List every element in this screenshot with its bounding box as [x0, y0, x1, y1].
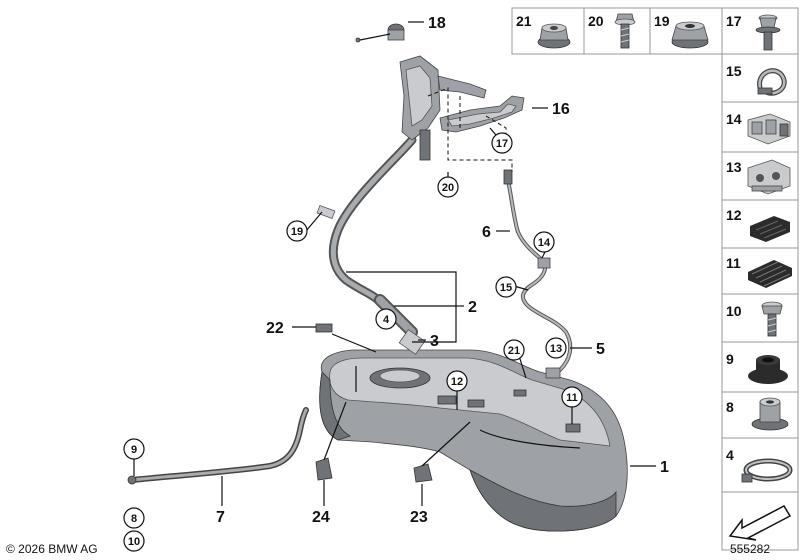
pad-24-illustration [315, 457, 333, 481]
callout-7: 7 [216, 509, 225, 526]
part-number-19: 19 [654, 13, 670, 29]
callout-2: 2 [468, 299, 477, 316]
part-cell-4[interactable]: 4 [726, 447, 793, 483]
rubber-pad-icon [750, 216, 790, 242]
dashed-connectors [427, 87, 513, 172]
nav-arrow-cell[interactable] [728, 505, 792, 541]
filler-pipe-illustration [316, 135, 426, 355]
part-number-4: 4 [726, 447, 734, 463]
part-cell-21[interactable]: 21 [516, 13, 571, 49]
circled-8: 8 [131, 513, 137, 525]
pad-22-illustration [315, 323, 333, 333]
part-number-21: 21 [516, 13, 532, 29]
circled-19: 19 [291, 226, 303, 238]
collar-bolt-icon [755, 14, 781, 51]
callout-18: 18 [428, 15, 446, 32]
part-number-10: 10 [726, 303, 742, 319]
double-clip-icon [747, 113, 791, 145]
pad-23-illustration [413, 463, 433, 483]
part-cell-17[interactable]: 17 [726, 13, 781, 51]
part-cell-11[interactable]: 11 [726, 255, 792, 288]
callout-6: 6 [482, 224, 491, 241]
callout-23: 23 [410, 509, 428, 526]
part-number-8: 8 [726, 399, 734, 415]
part-cell-19[interactable]: 19 [654, 13, 709, 49]
part-cell-20[interactable]: 20 [588, 13, 636, 49]
ribbed-pad-icon [748, 260, 792, 288]
part-number-9: 9 [726, 351, 734, 367]
filler-head-illustration [399, 55, 487, 161]
grommet-icon [748, 355, 788, 384]
part-cell-12[interactable]: 12 [726, 207, 790, 242]
part-cell-9[interactable]: 9 [726, 351, 788, 384]
callout-22: 22 [266, 320, 284, 337]
part-number-17: 17 [726, 13, 742, 29]
circled-13: 13 [550, 343, 562, 355]
part-number-12: 12 [726, 207, 742, 223]
circled-17: 17 [496, 138, 508, 150]
callout-5: 5 [596, 341, 605, 358]
diagram-id: 555282 [730, 542, 770, 556]
callout-labels: 18 16 6 2 3 22 5 1 7 24 23 [216, 15, 669, 526]
parts-panel-top-row: 21 20 19 [511, 7, 799, 55]
hex-bolt-icon [614, 13, 636, 49]
part-number-11: 11 [726, 255, 741, 271]
callout-1: 1 [660, 459, 669, 476]
part-number-13: 13 [726, 159, 742, 175]
leader-lines [133, 21, 656, 506]
parts-panel-column: 15 14 13 12 [721, 53, 799, 551]
circled-10: 10 [128, 536, 140, 548]
part-number-15: 15 [726, 63, 742, 79]
callout-24: 24 [312, 509, 330, 526]
flange-nut-icon [537, 23, 571, 49]
circled-labels: 19 20 17 14 15 4 13 21 12 11 9 8 10 [123, 132, 583, 552]
circled-15: 15 [500, 282, 512, 294]
circled-12: 12 [451, 376, 463, 388]
circled-14: 14 [538, 237, 551, 249]
spacer-sleeve-icon [751, 397, 789, 431]
hose-clamp-icon [741, 458, 793, 483]
bracket-16-illustration [439, 95, 525, 133]
callout-16: 16 [552, 101, 570, 118]
circled-20: 20 [442, 182, 454, 194]
circled-11: 11 [566, 392, 578, 404]
line-holder-icon [747, 159, 791, 195]
part-cell-10[interactable]: 10 [726, 301, 783, 337]
circled-9: 9 [131, 444, 137, 456]
part-cell-8[interactable]: 8 [726, 397, 789, 431]
fuel-cap-illustration [355, 23, 405, 43]
fuel-tank-illustration [319, 349, 628, 532]
part-number-14: 14 [726, 111, 742, 127]
pipe-clip-icon [757, 68, 787, 96]
hex-nut-icon [671, 21, 709, 49]
part-number-20: 20 [588, 13, 604, 29]
part-cell-14[interactable]: 14 [726, 111, 791, 145]
callout-3: 3 [430, 333, 439, 350]
circled-4: 4 [383, 314, 390, 326]
copyright-text: © 2026 BMW AG [6, 542, 98, 556]
return-arrow-icon [728, 505, 792, 541]
circled-21: 21 [508, 345, 520, 357]
tank-strap-7-illustration [127, 407, 309, 485]
screw-icon [761, 301, 783, 337]
vent-line-6-illustration [503, 169, 573, 379]
part-cell-15[interactable]: 15 [726, 63, 787, 96]
part-cell-13[interactable]: 13 [726, 159, 791, 195]
